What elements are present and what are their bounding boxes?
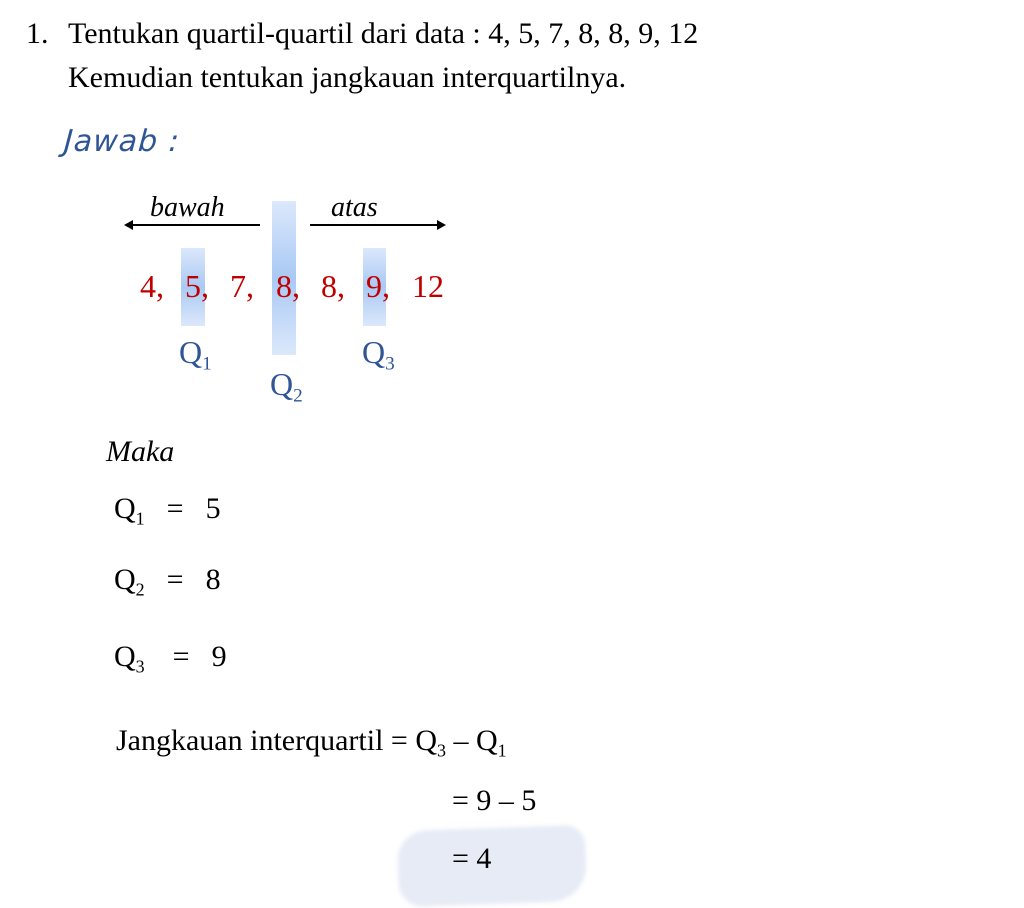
answer-highlight [396, 824, 588, 908]
upper-label: atas [331, 192, 378, 223]
data-value: 4, [140, 268, 164, 304]
data-value: 8, [321, 268, 345, 304]
q1-label: Q1 [179, 334, 212, 375]
q2-highlight [272, 201, 296, 355]
iqr-step-1: = 9 – 5 [452, 784, 537, 817]
result-q1: Q1=5 [114, 492, 221, 529]
result-q2: Q2=8 [114, 563, 221, 600]
question-number: 1. [26, 17, 49, 50]
q1-highlight [181, 248, 205, 326]
data-value: 7, [230, 268, 254, 304]
data-value: 5, [185, 268, 209, 304]
jawab-heading: Jawab : [62, 124, 182, 159]
q2-label: Q2 [270, 366, 303, 407]
iqr-formula: Jangkauan interquartil = Q3 – Q1 [116, 724, 507, 761]
question-line-2: Kemudian tentukan jangkauan interquartil… [68, 61, 627, 94]
iqr-result: = 4 [452, 842, 492, 875]
q3-label: Q3 [362, 334, 395, 375]
data-value: 8, [276, 268, 300, 304]
q3-highlight [363, 248, 386, 326]
result-q3: Q3=9 [114, 640, 227, 677]
data-value: 12 [412, 268, 444, 304]
question-line-1: Tentukan quartil-quartil dari data : 4, … [68, 17, 699, 50]
maka-label: Maka [106, 435, 175, 468]
right-arrow-icon [310, 220, 446, 230]
data-value: 9, [366, 268, 390, 304]
left-arrow-icon [124, 220, 260, 230]
lower-label: bawah [150, 192, 225, 223]
